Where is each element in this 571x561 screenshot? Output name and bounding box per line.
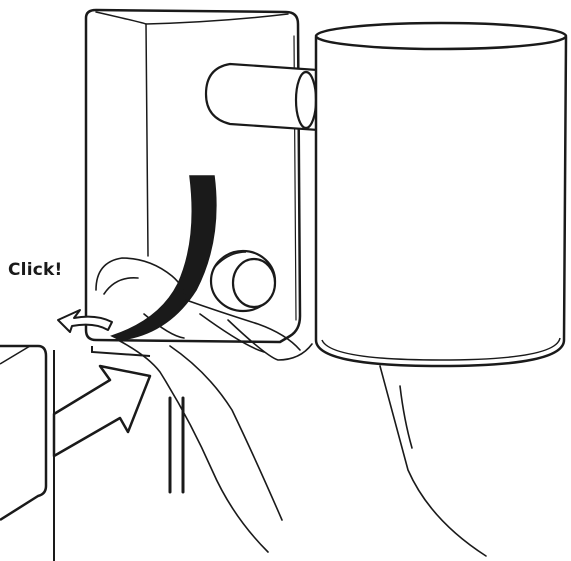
holder-arm <box>206 64 318 130</box>
push-arrow-icon <box>54 366 150 456</box>
cylinder-holder <box>316 23 566 366</box>
gap-marks <box>170 398 183 492</box>
tick-mark <box>92 346 150 356</box>
wall-surface <box>0 346 54 561</box>
mounting-button <box>211 251 275 311</box>
click-label: Click! <box>8 260 62 280</box>
